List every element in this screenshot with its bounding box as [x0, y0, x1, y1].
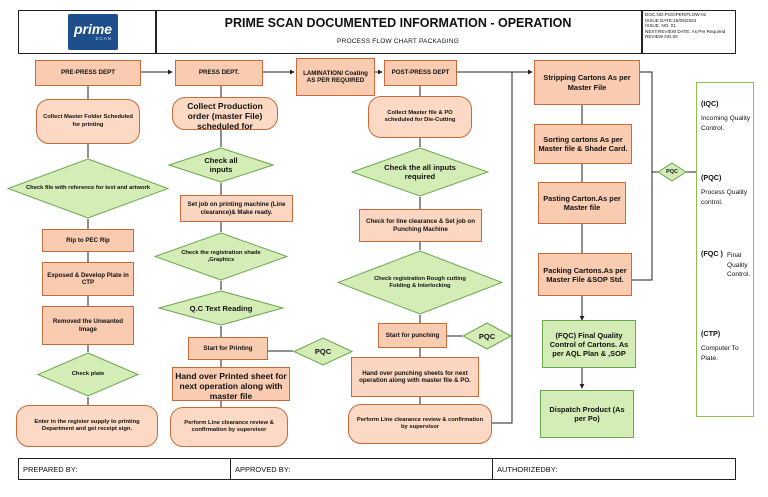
col2-diamond-registration	[154, 232, 288, 281]
col3-pqc-diamond	[462, 322, 512, 350]
col2-diamond-check-inputs	[168, 147, 274, 183]
col2-diamond-registration-text: Check the registration shade ,Graphics	[181, 249, 261, 263]
header-doc-divider	[641, 10, 643, 54]
col1-header-pre-press: PRE-PRESS DEPT	[35, 60, 141, 86]
header-frame	[18, 10, 736, 54]
col2-diamond-qc-text-label: Q.C Text Reading	[189, 303, 253, 313]
legend-term-fqc: (FQC )	[701, 249, 723, 258]
col3-header-post-press: POST-PRESS DEPT	[384, 60, 457, 86]
logo-text: prime	[73, 21, 113, 37]
col3-collect-master-file-po: Collect Master file & PO scheduled for D…	[368, 96, 472, 138]
col4-pasting-carton: Pasting Carton.As per Master file	[538, 182, 626, 224]
col3-diamond-check-inputs	[351, 147, 489, 197]
col3-hand-over-punching-sheets: Hand over punching sheets for next opera…	[351, 357, 479, 397]
col4-pqc-diamond	[657, 162, 687, 182]
col1-diamond-check-file	[7, 158, 169, 219]
col4-dispatch-product: Dispatch Product (As per Po)	[540, 390, 634, 438]
legend-desc-ctp: Computer To Plate.	[701, 345, 739, 362]
col4-fqc-final-quality-control: (FQC) Final Quality Control of Cartons. …	[542, 320, 636, 368]
col2-pqc-diamond	[293, 337, 353, 366]
col2-hand-over-printed-sheet: Hand over Printed sheet for next operati…	[172, 367, 290, 401]
col3-diamond-registration	[337, 250, 503, 315]
col2-set-job-printing: Set job on printing machine (Line cleara…	[180, 195, 293, 222]
doc-review-number: REVIEW NO.00	[645, 34, 678, 40]
prepared-by-label: PREPARED BY:	[19, 459, 231, 479]
approved-by-label: APPROVED BY:	[231, 459, 493, 479]
col3-diamond-check-inputs-text: Check the all inputs required	[384, 163, 456, 181]
col1-diamond-check-plate-text: Check plate	[71, 371, 105, 377]
col4-pqc-label: PQC	[666, 168, 678, 175]
col1-rip-to-pec: Rip to PEC Rip	[42, 229, 134, 252]
col2-diamond-check-inputs-text: Check all inputs	[204, 156, 238, 174]
col1-remove-unwanted-image: Removed the Unwanted Image	[42, 306, 134, 345]
col2-diamond-qc-text	[158, 290, 284, 326]
col3-lamination-coating: LAMINATION/ Coating AS PER REQUIRED	[296, 58, 375, 96]
col2-pqc-label: PQC	[314, 347, 332, 356]
col2-collect-production-order: Collect Production order (master File) s…	[172, 97, 278, 130]
col2-header-press: PRESS DEPT.	[175, 60, 263, 86]
col1-collect-master-folder: Collect Master Folder Scheduled for prin…	[36, 99, 140, 144]
col1-diamond-check-plate	[37, 352, 139, 397]
header-logo-divider	[155, 10, 157, 54]
doc-issue-number: ISSUE. NO. 01	[645, 23, 676, 29]
col1-enter-register: Enter in the register supply to printing…	[16, 405, 158, 447]
doc-next-review: NEXT.REVIEW DATE: As Per Required	[645, 28, 726, 34]
col2-line-clearance-review: Perform Line clearance review & confirma…	[170, 407, 288, 447]
col3-start-punching: Start for punching	[378, 323, 447, 348]
col3-diamond-registration-text: Check registration Rough cutting Folding…	[374, 275, 466, 289]
col3-line-clearance-review: Perform Line clearance review & confirma…	[348, 404, 492, 444]
legend-term-iqc: (IQC)	[701, 99, 719, 108]
col4-stripping-cartons: Stripping Cartons As per Master File	[534, 60, 640, 105]
col2-start-printing: Start for Printing	[188, 337, 268, 360]
col4-sorting-cartons: Sorting cartons As per Master file & Sha…	[534, 124, 632, 164]
logo-subtext: SCAN	[95, 36, 112, 41]
doc-issue-date: ISSUE DATE:15/05/2024	[645, 17, 697, 23]
page-title: PRIME SCAN DOCUMENTED INFORMATION - OPER…	[224, 16, 572, 30]
abbreviation-legend: (IQC) Incoming Quality Control. (PQC) Pr…	[696, 82, 754, 417]
doc-number: DOC.NO.PS/OPER/FLOW-01	[645, 12, 707, 17]
authorized-by-label: AUTHORIZEDBY:	[497, 464, 558, 474]
legend-term-pqc: (PQC)	[701, 173, 722, 182]
col4-packing-cartons: Packing Cartons.As per Master File &SOP …	[538, 253, 632, 296]
legend-desc-iqc: Incoming Quality Control.	[701, 115, 751, 132]
company-logo: prime SCAN	[68, 14, 118, 50]
col1-diamond-check-file-text: Check file with reference for text and a…	[25, 185, 151, 191]
col1-expose-develop-plate: Exposed & Develop Plate in CTP	[42, 262, 134, 296]
signature-footer: PREPARED BY: APPROVED BY: AUTHORIZEDBY:	[18, 458, 736, 480]
legend-desc-pqc: Process Quality control.	[701, 189, 748, 206]
document-info: DOC.NO.PS/OPER/FLOW-01 ISSUE DATE:15/05/…	[643, 11, 736, 41]
legend-term-ctp: (CTP)	[701, 329, 721, 338]
col3-pqc-label: PQC	[478, 331, 496, 341]
page-subtitle: PROCESS FLOW CHART PACKAGING	[337, 38, 459, 45]
legend-desc-fqc: Final Quality Control.	[727, 252, 751, 278]
col3-check-line-clearance: Check for line clearance & Set job on Pu…	[359, 209, 482, 242]
